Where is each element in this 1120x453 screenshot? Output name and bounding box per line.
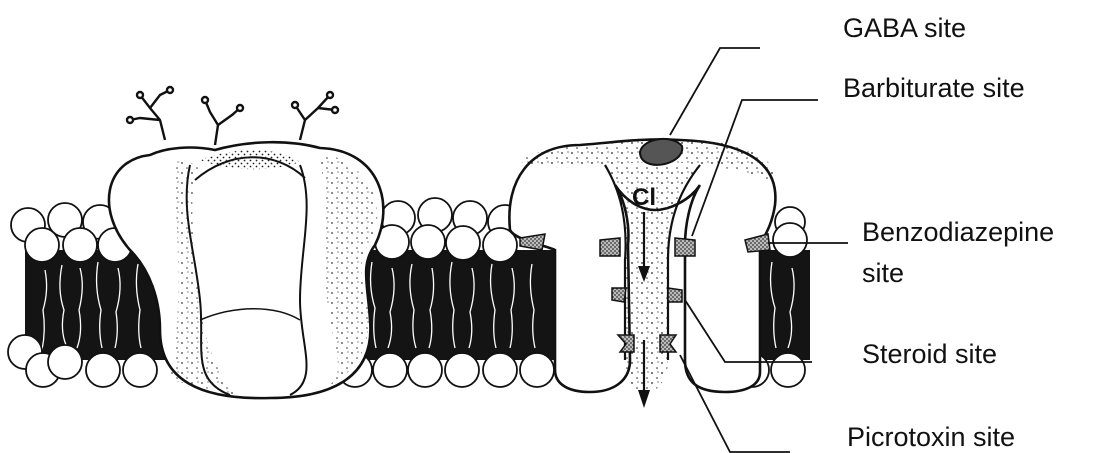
picrotoxin-site-label: Picrotoxin site: [847, 421, 1015, 453]
glycan-chains: [127, 87, 338, 145]
steroid-site-label: Steroid site: [862, 338, 997, 370]
steroid-binding-site-left: [612, 288, 626, 302]
barbiturate-site-label: Barbiturate site: [843, 72, 1025, 104]
benzodiazepine-site-label-line2: site: [862, 257, 904, 289]
steroid-binding-site-right: [668, 288, 682, 302]
gaba-site-label: GABA site: [843, 12, 966, 44]
benzodiazepine-site-label-line1: Benzodiazepine: [862, 216, 1054, 248]
chloride-ion-label: Cl: [632, 184, 656, 211]
picrotoxin-binding-site-right: [660, 335, 676, 352]
barbiturate-binding-site-left: [600, 238, 620, 256]
gaba-leader-line: [670, 48, 760, 135]
barbiturate-binding-site-right: [675, 238, 695, 256]
